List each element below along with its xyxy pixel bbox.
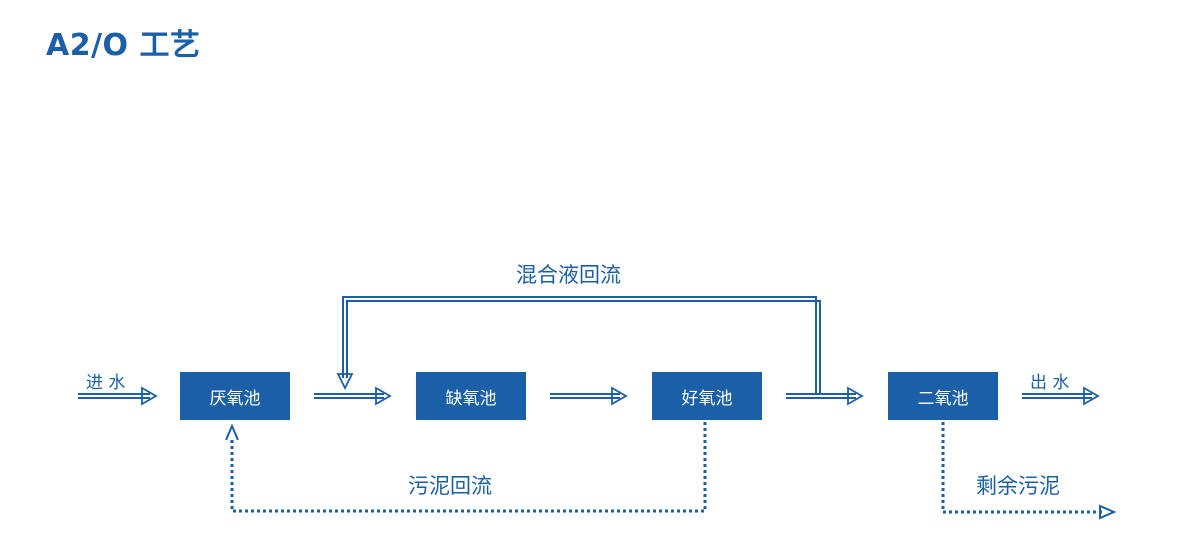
mixed-liquor-return-label: 混合液回流 bbox=[516, 263, 621, 287]
outflow-label: 出 水 bbox=[1030, 373, 1070, 393]
sludge-return-line bbox=[225, 422, 707, 513]
node-aerobic-tank: 好氧池 bbox=[652, 372, 762, 420]
outflow-arrow bbox=[1022, 386, 1100, 406]
arrow-anoxic-to-aerobic bbox=[550, 386, 628, 406]
inflow-arrow bbox=[78, 386, 158, 406]
inflow-label: 进 水 bbox=[86, 373, 126, 393]
mixed-liquor-return-line bbox=[336, 296, 821, 394]
page-title: A2/O 工艺 bbox=[46, 28, 201, 63]
node-anoxic-tank: 缺氧池 bbox=[416, 372, 526, 420]
excess-sludge-line bbox=[941, 422, 1117, 520]
excess-sludge-label: 剩余污泥 bbox=[976, 474, 1060, 498]
arrow-aerobic-to-secondary bbox=[786, 386, 864, 406]
node-secondary-tank: 二氧池 bbox=[888, 372, 998, 420]
sludge-return-label: 污泥回流 bbox=[408, 474, 492, 498]
arrow-anaerobic-to-anoxic bbox=[314, 386, 392, 406]
node-anaerobic-tank: 厌氧池 bbox=[180, 372, 290, 420]
